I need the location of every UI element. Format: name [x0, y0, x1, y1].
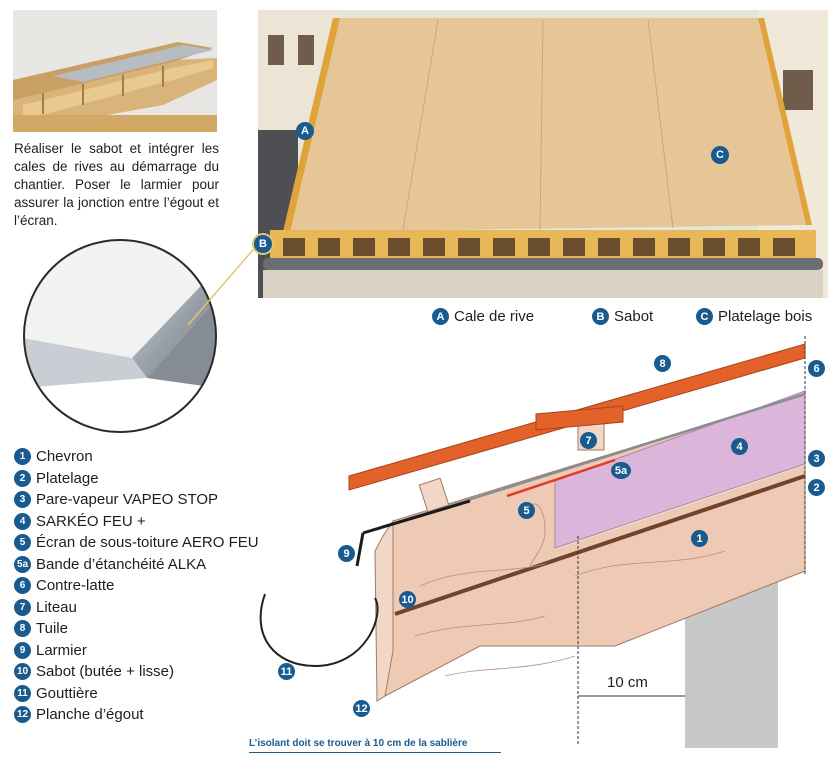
photo-legend-badge: A [432, 308, 449, 325]
callout-9: 9 [338, 545, 355, 562]
legend-item: 11 Gouttière [14, 683, 314, 705]
callout-4: 4 [731, 438, 748, 455]
photo-legend-label: Cale de rive [454, 308, 535, 325]
callout-7: 7 [580, 432, 597, 449]
photo-marker-b: B [252, 233, 274, 255]
callout-6: 6 [808, 360, 825, 377]
callout-12: 12 [353, 700, 370, 717]
legend-number: 11 [14, 684, 31, 702]
legend-item: 6 Contre-latte [14, 575, 314, 597]
legend-item: 8 Tuile [14, 618, 314, 640]
legend-number: 3 [14, 491, 31, 509]
roof-photo [258, 10, 828, 298]
photo-legend-b: B Sabot [592, 308, 653, 325]
sabot-photo [13, 10, 217, 132]
legend-item: 9 Larmier [14, 640, 314, 662]
legend-label: Contre-latte [36, 577, 115, 595]
legend-number: 2 [14, 469, 31, 487]
roof-section-diagram [259, 336, 806, 748]
legend-number: 9 [14, 641, 31, 659]
photo-legend-a: A Cale de rive [432, 308, 534, 325]
dimension-label: 10 cm [607, 674, 648, 691]
callout-5a: 5a [611, 462, 631, 479]
legend-item: 2 Platelage [14, 468, 314, 490]
legend-number: 1 [14, 448, 31, 466]
legend-item: 4 SARKÉO FEU + [14, 511, 314, 533]
callout-10: 10 [399, 591, 416, 608]
legend-label: Larmier [36, 641, 87, 659]
legend-item: 3 Pare-vapeur VAPEO STOP [14, 489, 314, 511]
legend-label: Liteau [36, 598, 77, 616]
photo-legend-c: C Platelage bois [696, 308, 812, 325]
legend-label: Planche d’égout [36, 706, 144, 724]
photo-legend-label: Sabot [614, 308, 654, 325]
legend-number: 4 [14, 512, 31, 530]
legend-number: 7 [14, 598, 31, 616]
fascia-board [374, 519, 394, 702]
legend-item: 5 Écran de sous-toiture AERO FEU [14, 532, 314, 554]
legend-item: 7 Liteau [14, 597, 314, 619]
photo-legend-badge: B [592, 308, 609, 325]
footnote-underline [249, 752, 501, 753]
photo-marker-a: A [296, 122, 314, 140]
callout-3: 3 [808, 450, 825, 467]
photo-legend-label: Platelage bois [718, 308, 813, 325]
callout-8: 8 [654, 355, 671, 372]
intro-text: Réaliser le sabot et intégrer les cales … [14, 141, 219, 228]
legend-label: Gouttière [36, 684, 98, 702]
callout-5: 5 [518, 502, 535, 519]
callout-2: 2 [808, 479, 825, 496]
legend-label: Bande d’étanchéité ALKA [36, 555, 207, 573]
legend-number: 5a [14, 555, 31, 573]
legend-item: 5a Bande d’étanchéité ALKA [14, 554, 314, 576]
legend-number: 10 [14, 663, 31, 681]
legend-item: 10 Sabot (butée + lisse) [14, 661, 314, 683]
legend-label: Platelage [36, 469, 99, 487]
legend-number: 8 [14, 620, 31, 638]
legend-item: 1 Chevron [14, 446, 314, 468]
legend-number: 5 [14, 534, 31, 552]
photo-marker-c: C [711, 146, 729, 164]
larmier-closeup [22, 238, 218, 434]
photo-legend-badge: C [696, 308, 713, 325]
legend-label: Écran de sous-toiture AERO FEU [36, 534, 259, 552]
gutter [259, 593, 379, 668]
legend-label: Chevron [36, 448, 93, 466]
legend-label: Tuile [36, 620, 68, 638]
callout-11: 11 [278, 663, 295, 680]
legend-label: SARKÉO FEU + [36, 512, 146, 530]
legend-item: 12 Planche d’égout [14, 704, 314, 726]
callout-1: 1 [691, 530, 708, 547]
legend-label: Pare-vapeur VAPEO STOP [36, 491, 219, 509]
component-legend: 1 Chevron 2 Platelage 3 Pare-vapeur VAPEO S… [14, 446, 314, 726]
legend-number: 12 [14, 706, 31, 724]
legend-label: Sabot (butée + lisse) [36, 663, 174, 681]
footnote: L’isolant doit se trouver à 10 cm de la … [249, 738, 468, 749]
legend-number: 6 [14, 577, 31, 595]
